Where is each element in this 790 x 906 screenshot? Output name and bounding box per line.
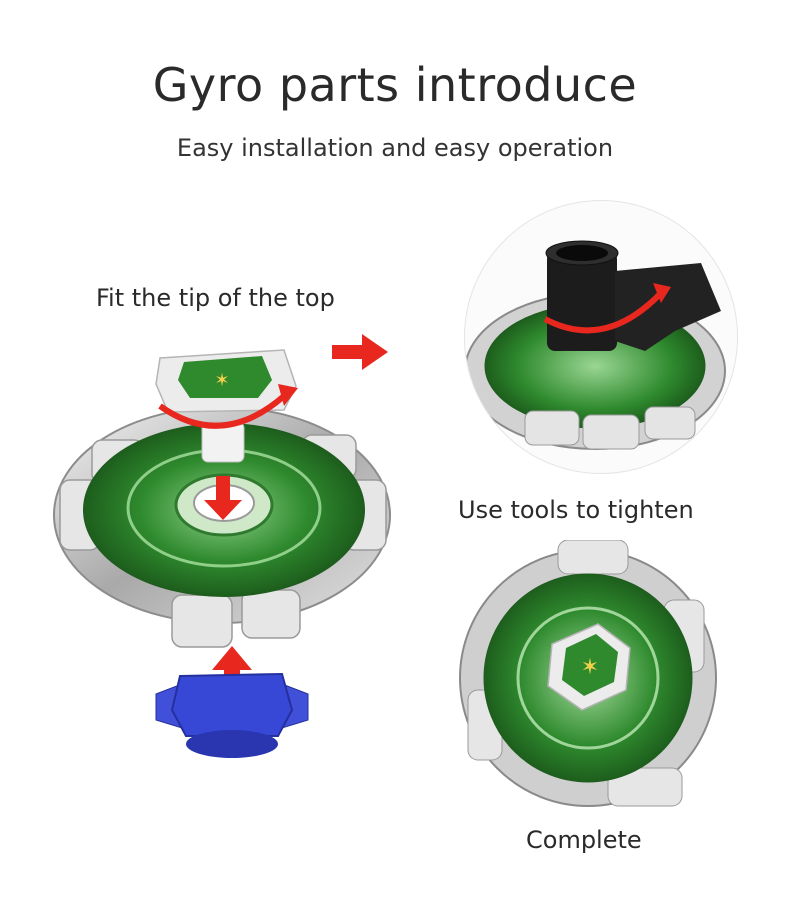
svg-text:✶: ✶ xyxy=(214,370,229,391)
face-bolt: ✶ xyxy=(155,349,297,463)
performance-tip xyxy=(155,672,309,758)
exploded-assembly-illustration: ✶ xyxy=(52,340,392,760)
rotate-arrow-icon xyxy=(158,393,286,429)
svg-text:✶: ✶ xyxy=(581,655,599,680)
tool-tightening-photo xyxy=(464,200,738,474)
completed-top-photo: ✶ xyxy=(458,540,718,816)
right-arrow-icon xyxy=(332,334,388,370)
rotate-arrow-icon xyxy=(543,290,664,334)
step-fit-tip-label: Fit the tip of the top xyxy=(96,284,335,312)
step-complete-label: Complete xyxy=(526,826,642,854)
down-arrow-icon xyxy=(204,476,242,520)
page-subtitle: Easy installation and easy operation xyxy=(176,134,614,162)
face-bolt: ✶ xyxy=(547,623,631,711)
page-title: Gyro parts introduce xyxy=(152,58,638,112)
step-use-tools-label: Use tools to tighten xyxy=(458,496,694,524)
